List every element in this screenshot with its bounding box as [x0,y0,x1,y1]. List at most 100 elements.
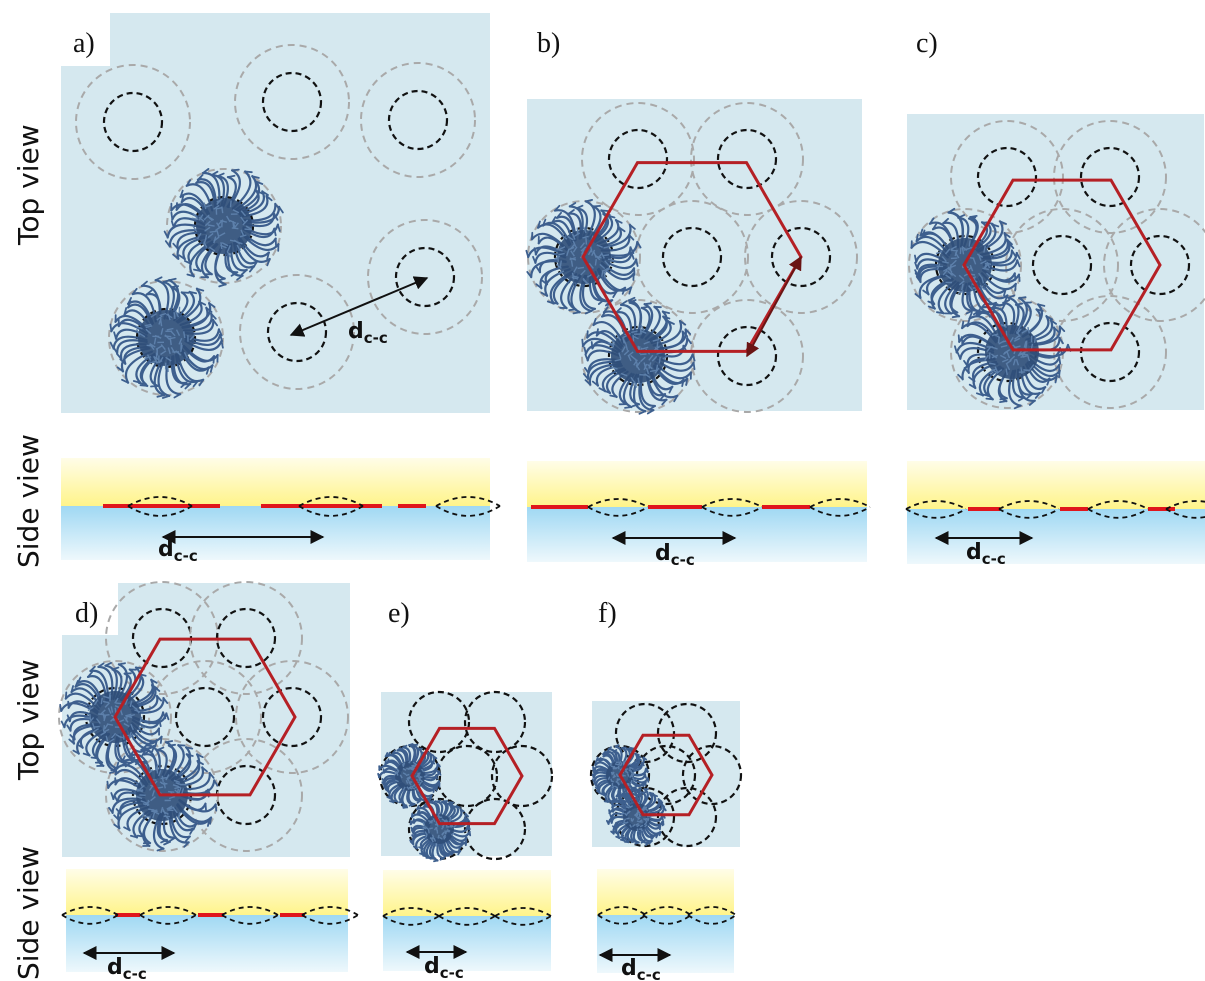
micelle-site-3-corona [690,299,804,413]
micelle-core-strand [631,330,638,334]
micelle-arm-fork [927,305,936,310]
micelle-core-strand [431,834,435,839]
micelle-core-strand [641,346,649,350]
micelle-arm-fork [540,291,548,297]
micelle-arm-fork [202,167,210,174]
lens-bottom [221,914,279,925]
micelle-arm-fork [76,743,84,749]
micelle-core-strand [207,224,215,227]
micelle-arm-fork [1058,325,1066,333]
micelle-site-3-corona [189,738,303,852]
micelle-arm-fork [661,398,668,406]
micelle-arm-fork [638,410,647,415]
micelle-core-strand [629,824,633,828]
micelle-core-strand [104,702,110,708]
micelle-arm-fork [649,792,655,795]
micelle-core-strand [629,805,634,809]
micelle-core-strand [166,365,169,372]
micelle-core-strand [442,834,447,839]
panel-c: c)dc-c [905,28,1205,568]
micelle-core-strand [89,716,95,723]
micelle-core-strand [139,781,144,788]
micelle-core-strand [627,810,631,814]
unit-cell-hexagon [618,733,714,817]
micelle-arm-fork [109,770,117,774]
micelle-core-strand [615,773,619,778]
micelle-arm-fork [1035,308,1044,312]
micelle-core-strand [622,821,626,825]
micelle-arm-fork [584,379,592,386]
micelle-arm-fork [525,249,530,258]
micelle-arm-fork [618,226,626,233]
micelle-arm-fork [402,806,408,809]
micelle-core-strand [1017,350,1023,357]
micelle-arm-fork [184,835,191,843]
lens-top [1165,500,1205,510]
micelle-arm-fork [572,311,581,315]
micelle-arm-fork [196,173,204,181]
micelle-core-strand [623,349,630,356]
micelle-core-strand [144,323,152,327]
distance-symbol: d [158,537,174,562]
micelle-site-3-corona [1053,295,1167,409]
micelle-arm-fork [631,403,640,408]
micelle-core-strand [244,228,252,231]
micelle-core-strand [220,242,223,249]
micelle-core-strand [166,327,174,331]
micelle-core-strand [216,230,220,237]
micelle-arm-fork [595,328,599,337]
micelle-core-strand [570,250,575,257]
micelle-core-strand [621,346,626,353]
micelle-arm-fork [1053,326,1060,333]
lens-bottom [438,915,496,926]
micelle-core-strand [626,817,630,820]
micelle-core-strand [609,762,613,767]
micelle-core-strand [135,325,143,330]
micelle-core-strand [417,773,421,778]
micelle-arm-fork [433,859,439,863]
micelle-arm-fork [195,287,205,292]
micelle-core-strand [422,827,427,830]
micelle-arm-fork [69,734,76,741]
micelle-core-strand [1025,340,1028,348]
micelle-core-strand [571,233,576,240]
micelle-core-strand [229,200,232,208]
micelle-core-strand [180,345,183,352]
micelle-core-strand [427,829,430,834]
micelle-arm-fork [455,805,461,809]
lens-bottom [587,506,649,517]
micelle-arm-fork [991,303,999,310]
micelle-arm-fork [408,803,414,807]
micelle-arm-fork [82,752,91,757]
micelle-arm-fork [178,254,186,261]
micelle-arm-fork [428,797,433,803]
micelle-core-strand [630,766,634,770]
micelle-arm-fork [118,662,126,666]
micelle-core-strand [196,232,202,240]
micelle-arm-fork [170,220,175,229]
micelle-core-strand [631,777,635,781]
micelle-core-strand [103,714,110,717]
micelle-arm-fork [442,854,448,859]
micelle-arm-fork [429,799,434,804]
micelle-core-strand [561,234,568,240]
distance-subscript: c-c [174,547,198,565]
micelle-core-strand [167,809,174,812]
micelle-arm-fork [409,839,414,844]
micelle-core-strand [968,285,974,292]
micelle-arm-fork [154,276,163,282]
micelle-arm-fork [643,302,652,306]
micelle-core-strand [177,812,181,819]
micelle-core-strand [635,822,639,826]
micelle-arm-fork [167,743,177,747]
micelle-arm-fork [1049,319,1057,325]
micelle-core-strand [208,246,216,252]
micelle-arm-fork [411,834,416,839]
micelle-core-strand [1005,359,1012,365]
lens-bottom [809,506,871,517]
micelle-core-strand [425,826,430,831]
micelle-arm-fork [957,334,961,343]
micelle-core-strand [150,313,157,318]
micelle-arm-fork [162,697,169,704]
micelle-core-strand [402,786,406,791]
